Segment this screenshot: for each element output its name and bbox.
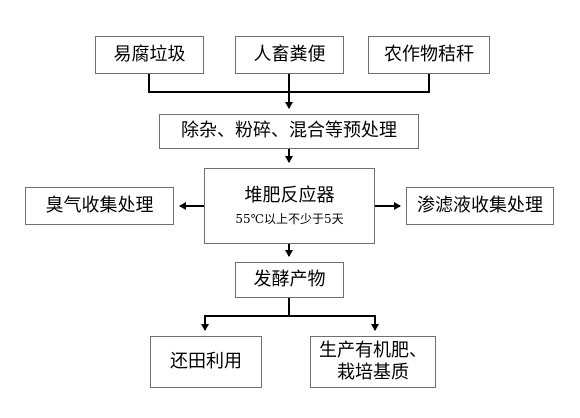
product-box: 发酵产物 [235,262,344,298]
input-label-food-waste: 易腐垃圾 [113,43,186,65]
leachate-treatment-label: 渗滤液收集处理 [417,194,543,216]
fertilizer-label-line1: 生产有机肥、 [319,339,427,361]
product-label: 发酵产物 [253,268,326,290]
input-label-straw: 农作物秸秆 [384,43,474,65]
input-label-manure: 人畜粪便 [253,43,326,65]
leachate-treatment-box: 渗滤液收集处理 [406,187,554,225]
field-return-box: 还田利用 [150,336,262,388]
odor-treatment-box: 臭气收集处理 [25,187,174,225]
pretreatment-box: 除杂、粉碎、混合等预处理 [159,114,419,149]
fertilizer-box: 生产有机肥、 栽培基质 [310,336,436,388]
reactor-box: 堆肥反应器 55℃以上不少于5天 [204,168,375,244]
field-return-label: 还田利用 [170,350,242,372]
input-box-manure: 人畜粪便 [235,36,344,74]
input-box-food-waste: 易腐垃圾 [95,36,204,74]
reactor-title: 堆肥反应器 [244,185,335,207]
input-box-straw: 农作物秸秆 [368,36,490,74]
pretreatment-label: 除杂、粉碎、混合等预处理 [181,120,397,142]
fertilizer-label-line2: 栽培基质 [337,362,409,383]
odor-treatment-label: 臭气收集处理 [45,194,154,216]
reactor-condition: 55℃以上不少于5天 [235,211,344,226]
